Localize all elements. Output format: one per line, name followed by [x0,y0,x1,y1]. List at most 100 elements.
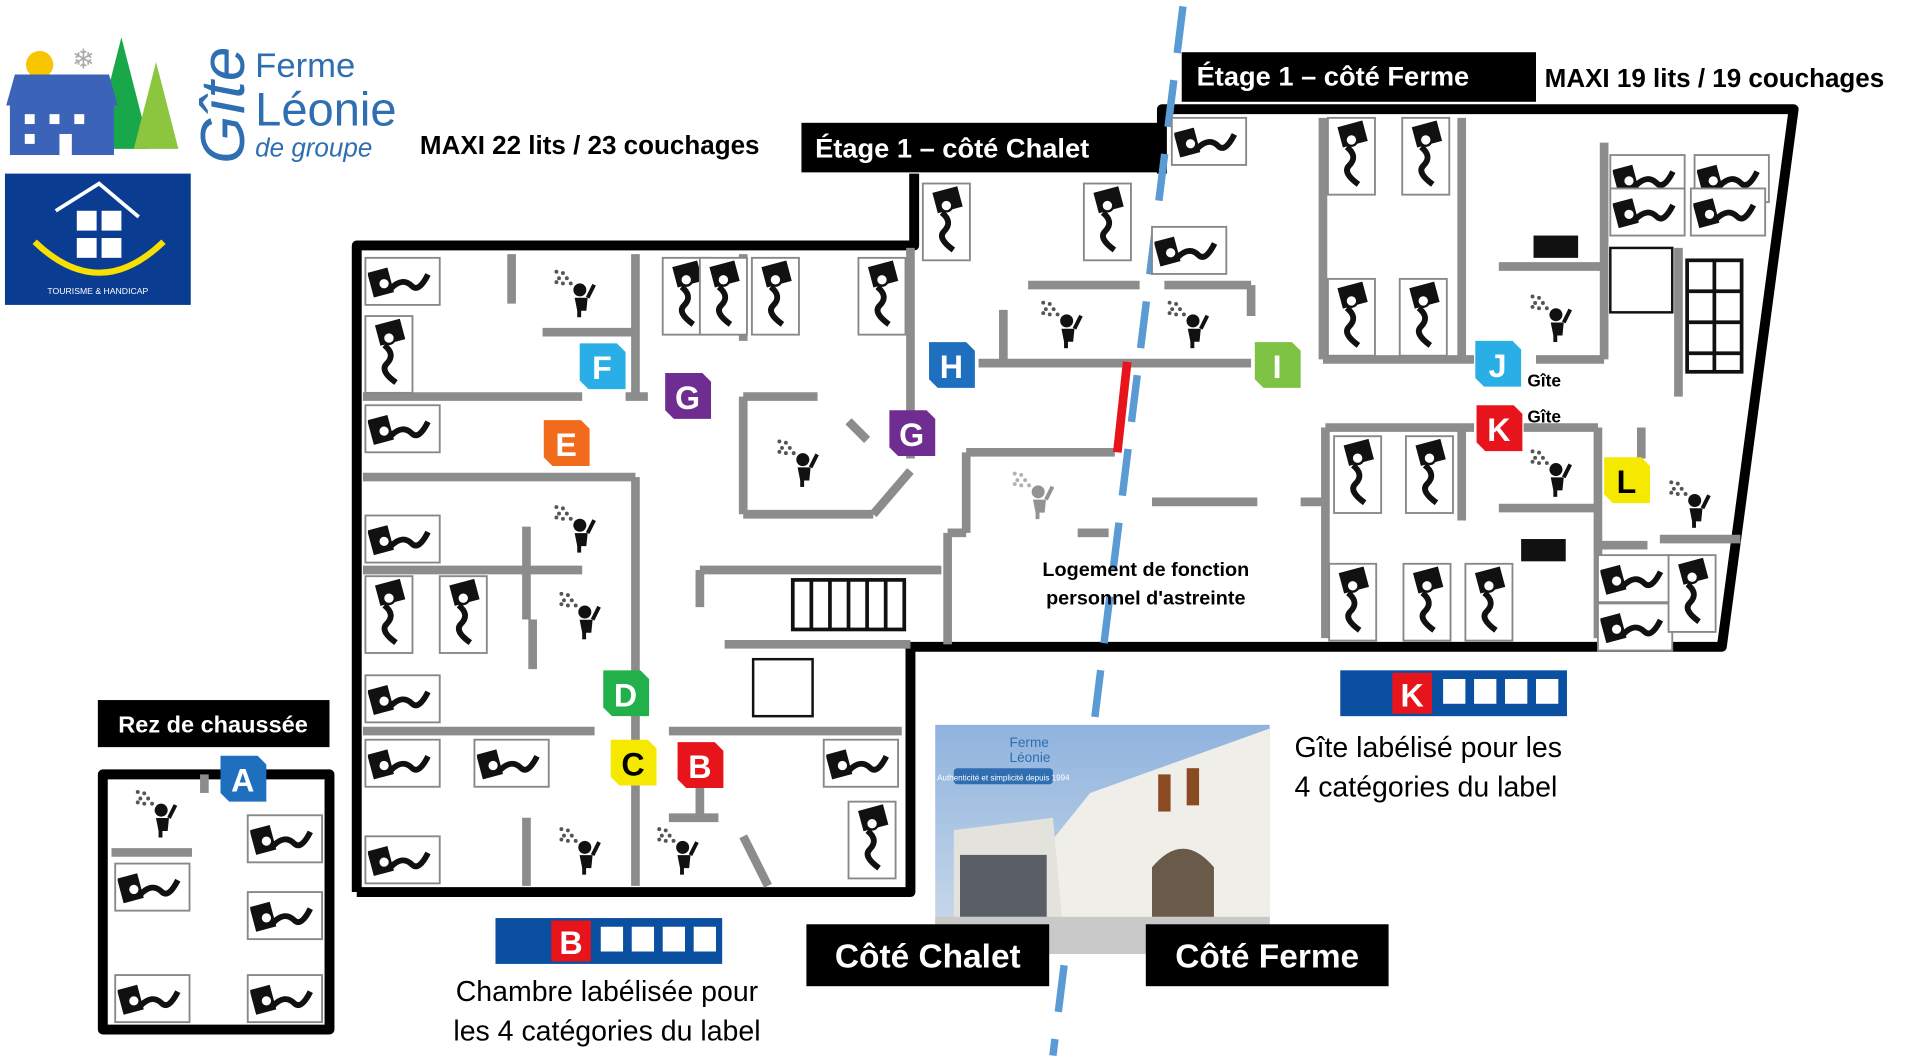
bed-icon [1667,554,1717,633]
svg-text:Rez de chaussée: Rez de chaussée [118,711,308,737]
bed-icon [698,256,748,336]
stairs-icon [790,578,907,632]
bed-icon [364,514,441,564]
svg-text:4 catégories du label: 4 catégories du label [1294,772,1557,804]
bed-icon [1333,435,1383,514]
room-badge-g: G [889,410,936,457]
room-badge-b: B [677,742,724,789]
bed-icon [246,814,323,864]
bed-icon [1398,277,1448,357]
bed-icon [114,862,191,912]
bed-icon [847,800,897,880]
bed-icon [364,835,441,885]
svg-text:G: G [899,417,924,453]
svg-text:J: J [1489,348,1507,384]
legend-room-label: B Chambre labélisée pour les 4 catégorie… [453,918,761,1048]
svg-text:I: I [1273,349,1282,385]
bed-icon [822,738,899,788]
shower-icon [1039,298,1083,350]
bed-icon [1151,225,1228,275]
kitchen-icon [1521,235,1579,562]
svg-text:F: F [592,350,612,386]
svg-text:❄: ❄ [72,43,95,74]
bed-icon [1328,562,1378,642]
bed-icon [921,182,971,262]
gite-k-label: Gîte [1527,407,1561,427]
logo-ferme-text: Ferme [255,47,355,85]
room-badge-c: C [610,739,657,786]
svg-text:L: L [1617,464,1637,500]
label-cote-chalet: Côté Chalet [806,924,1050,987]
svg-text:Gîte labélisé pour les: Gîte labélisé pour les [1294,732,1562,764]
svg-text:Étage 1 – côté Chalet: Étage 1 – côté Chalet [815,133,1089,164]
svg-text:E: E [555,427,576,463]
bed-icon [364,674,441,724]
svg-text:B: B [688,749,711,785]
gite-j-label: Gîte [1527,371,1561,391]
shower-icon [775,437,820,489]
svg-text:H: H [940,349,963,385]
label-etage-chalet: Étage 1 – côté Chalet [801,122,1161,173]
bed-icon [1170,116,1248,166]
logement-line2: personnel d'astreinte [1046,588,1245,610]
label-rez: Rez de chaussée [97,700,330,748]
svg-text:Léonie: Léonie [1010,750,1051,765]
svg-text:B: B [559,925,582,961]
shower-icon [1010,469,1055,521]
bed-icon [1401,116,1451,196]
tourisme-handicap-logo: TOURISME & HANDICAP [4,173,191,305]
stairs-ferme-icon [1685,258,1744,374]
room-badge-h: H [929,342,975,388]
bed-icon [857,256,907,336]
bed-icon [364,575,414,654]
svg-text:Chambre labélisée pour: Chambre labélisée pour [456,976,759,1008]
shower-icon [557,589,602,641]
svg-text:C: C [621,747,644,783]
svg-text:G: G [675,380,700,416]
bed-icon [364,256,441,306]
shower-icon [1667,478,1711,530]
shower-icon [552,503,597,554]
label-cote-ferme: Côté Ferme [1145,924,1389,987]
svg-text:Étage 1 – côté Ferme: Étage 1 – côté Ferme [1197,61,1470,92]
elevator-icon [751,246,1674,718]
svg-text:les 4 catégories du label: les 4 catégories du label [453,1016,760,1048]
bed-icon [1609,187,1686,237]
chalet-ferme-divider [1049,5,1187,1057]
bed-icon [246,891,323,941]
building-photo: Authenticité et simplicité depuis 1994 F… [935,724,1270,954]
capacity-chalet: MAXI 22 lits / 23 couchages [420,130,760,160]
room-badge-f: F [579,343,626,390]
capacity-ferme: MAXI 19 lits / 19 couchages [1545,63,1885,93]
shower-icon [655,825,699,876]
outer-walls [97,104,1799,1035]
connection-passage [1113,361,1132,453]
bed-icon [438,575,488,654]
bed-icon [1689,187,1767,237]
room-badge-l: L [1604,457,1650,504]
bed-icon [1464,562,1514,642]
room-badge-g: G [665,373,712,419]
shower-icon [557,825,602,876]
logo-groupe-text: de groupe [255,132,372,162]
shower-icon [1528,447,1573,499]
legend-gite-label: K Gîte labélisé pour les 4 catégories du… [1294,670,1567,804]
room-badge-i: I [1254,342,1301,388]
svg-text:A: A [231,763,254,799]
svg-text:K: K [1487,412,1510,448]
bed-icon [246,974,323,1024]
gite-logo: ❄ Gîte Ferme Léonie de groupe [6,37,397,164]
svg-text:Ferme: Ferme [1010,735,1049,750]
shower-icon [1528,292,1573,344]
svg-text:Authenticité et simplicité dep: Authenticité et simplicité depuis 1994 [937,774,1070,783]
bed-icon [364,404,441,454]
bed-icon [1405,435,1454,514]
bed-icon [1326,277,1376,357]
shower-icon [1165,298,1210,350]
bed-icon [1597,554,1674,604]
bed-icon [1597,602,1674,652]
bed-icon [1082,182,1132,262]
logement-line1: Logement de fonction [1042,559,1249,581]
logo-gite-text: Gîte [189,47,258,164]
